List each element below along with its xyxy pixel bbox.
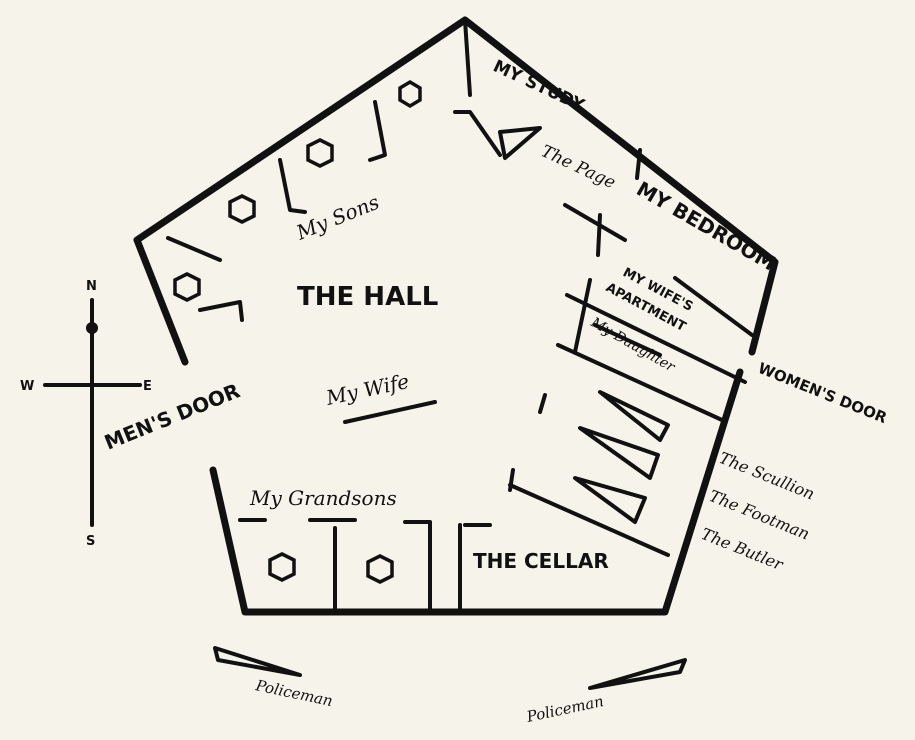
- label-womens-door: WOMEN'S DOOR: [756, 359, 890, 427]
- compass-w: W: [20, 379, 34, 394]
- label-my-bedroom: MY BEDROOM: [633, 177, 780, 276]
- label-policeman-right: Policeman: [524, 692, 605, 726]
- page-bed: [498, 126, 542, 160]
- scullion-bed: [598, 390, 670, 442]
- label-my-sons: My Sons: [292, 190, 383, 245]
- label-the-hall: THE HALL: [297, 282, 438, 312]
- compass-n: N: [86, 279, 97, 294]
- label-the-cellar: THE CELLAR: [473, 549, 609, 573]
- label-my-study: MY STUDY: [490, 56, 588, 116]
- policeman-left-marker: [213, 646, 302, 677]
- policeman-right-marker: [588, 658, 687, 690]
- label-my-grandsons: My Grandsons: [249, 486, 397, 510]
- butler-bed: [573, 476, 647, 524]
- label-the-butler: The Butler: [699, 524, 787, 574]
- label-policeman-left: Policeman: [253, 676, 334, 710]
- label-mens-door: MEN'S DOOR: [101, 379, 243, 455]
- compass-rose: N S W E: [20, 279, 152, 549]
- label-my-wife: My Wife: [323, 369, 411, 410]
- label-the-page: The Page: [538, 141, 619, 193]
- interior-walls: [166, 18, 754, 612]
- compass-s: S: [86, 534, 95, 549]
- compass-e: E: [143, 379, 152, 394]
- footman-bed: [578, 426, 660, 480]
- furniture-hexagons: [173, 79, 422, 584]
- beds: [213, 126, 687, 690]
